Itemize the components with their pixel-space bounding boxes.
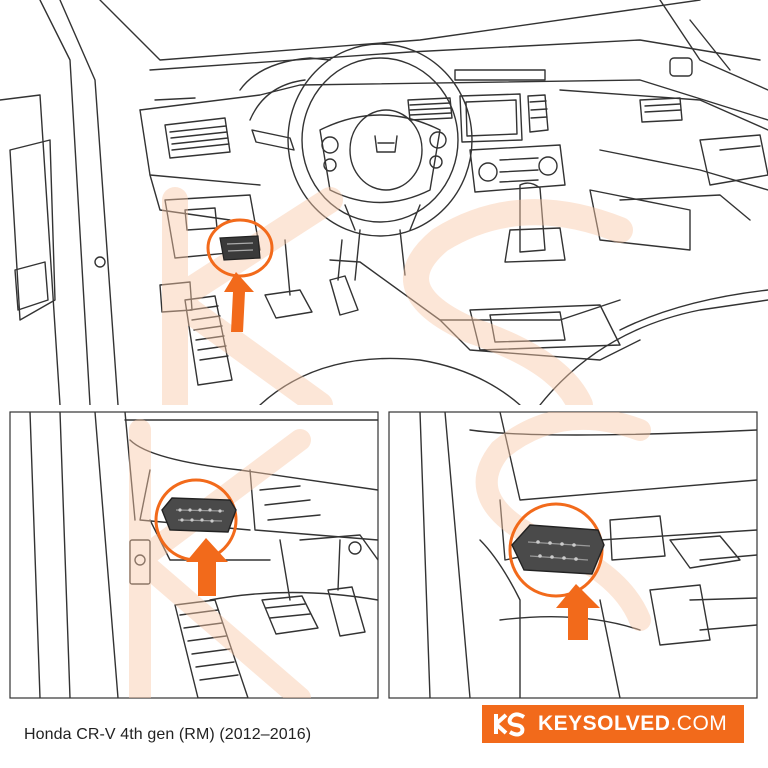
right-port-highlight — [508, 502, 605, 640]
right-watermark — [475, 412, 651, 631]
left-inset-scene — [29, 412, 378, 698]
vehicle-caption: Honda CR-V 4th gen (RM) (2012–2016) — [24, 726, 312, 743]
left-port-highlight — [154, 478, 238, 596]
main-port-highlight — [206, 218, 274, 332]
obd-port-icon — [511, 524, 605, 575]
obd-port-icon — [219, 235, 261, 261]
brand-name: KEYSOLVED — [538, 712, 671, 735]
up-arrow-icon — [556, 584, 600, 640]
brand-tld: .COM — [670, 712, 728, 735]
obd-port-icon — [161, 497, 237, 533]
main-dashboard-scene — [0, 0, 768, 405]
right-inset-scene — [419, 412, 757, 698]
brand-banner: KEYSOLVED.COM — [482, 705, 744, 743]
watermark-logo — [162, 187, 633, 405]
keysolved-logo-icon — [494, 712, 526, 737]
up-arrow-icon — [224, 272, 254, 332]
honda-logo-icon — [374, 135, 398, 153]
up-arrow-icon — [186, 538, 228, 596]
